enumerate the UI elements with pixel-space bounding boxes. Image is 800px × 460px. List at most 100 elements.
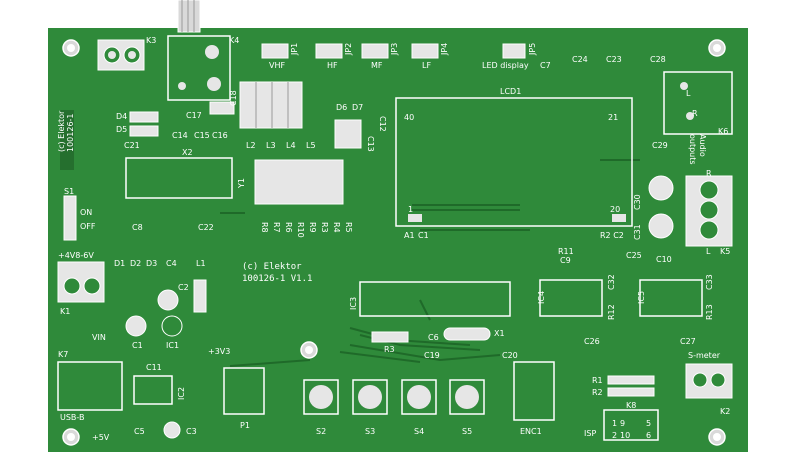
label-r6: R6: [284, 222, 293, 233]
label-jp5: JP5: [528, 43, 537, 56]
label-c21: C21: [124, 141, 140, 150]
right-connectors: [648, 71, 733, 399]
label-d3: D3: [146, 259, 157, 268]
label-k1: K1: [60, 307, 70, 316]
lcd-outline: [395, 97, 633, 227]
label-c24: C24: [572, 55, 588, 64]
left-upper-components: [60, 81, 362, 241]
label-isp: ISP: [584, 429, 596, 438]
label-5v: +5V: [92, 433, 110, 442]
antenna-connector: [177, 0, 201, 33]
label-power-input: +4V8-6V: [58, 251, 94, 260]
label-s2: S2: [316, 427, 326, 436]
label-c23: C23: [606, 55, 622, 64]
label-vertical-2: 100126-1: [66, 113, 75, 152]
label-k7: K7: [58, 350, 68, 359]
label-k8: K8: [626, 401, 636, 410]
label-d1: D1: [114, 259, 125, 268]
terminal-k1: [57, 261, 105, 303]
label-c19: C19: [424, 351, 440, 360]
label-l3: L3: [266, 141, 276, 150]
label-mf: MF: [371, 61, 383, 70]
silkscreen-text: K3 K4 JP1 VHF JP2 HF JP3 MF JP4 LF JP5 L…: [57, 36, 730, 442]
label-r7: R7: [272, 222, 281, 233]
label-s4: S4: [414, 427, 424, 436]
label-k4: K4: [229, 36, 239, 45]
label-k3: K3: [146, 36, 156, 45]
label-c18: C18: [229, 90, 238, 106]
label-c14: C14: [172, 131, 188, 140]
label-c6: C6: [428, 333, 439, 342]
label-c13: C13: [366, 136, 375, 152]
label-jp1: JP1: [290, 43, 299, 56]
label-ic4: IC4: [537, 291, 546, 304]
label-c11: C11: [146, 363, 162, 372]
label-c1-lcd: C1: [418, 231, 429, 240]
label-k8-pin1: 1: [612, 419, 617, 428]
label-c9: C9: [560, 256, 571, 265]
label-r9: R9: [308, 222, 317, 233]
label-c29: C29: [652, 141, 668, 150]
label-r10: R10: [296, 222, 305, 238]
label-d2: D2: [130, 259, 141, 268]
label-c5: C5: [134, 427, 145, 436]
board-title-line1: (c) Elektor: [242, 262, 302, 272]
label-c30: C30: [633, 194, 642, 210]
label-c3: C3: [186, 427, 197, 436]
label-k8-pin5: 5: [646, 419, 651, 428]
label-r12: R12: [607, 304, 616, 320]
label-r1: R1: [592, 376, 603, 385]
label-k8-pin6: 6: [646, 431, 651, 440]
label-k5-r: R: [706, 169, 712, 178]
board-title-line2: 100126-1 V1.1: [242, 274, 312, 284]
label-s1-on: ON: [80, 208, 92, 217]
label-r4: R4: [332, 222, 341, 233]
label-jp3: JP3: [390, 43, 399, 56]
bottom-left-components: [57, 279, 265, 439]
label-d6: D6: [336, 103, 347, 112]
label-c33: C33: [705, 274, 714, 290]
label-pin20: 20: [610, 205, 620, 214]
label-led-display: LED display: [482, 61, 529, 70]
label-s5: S5: [462, 427, 472, 436]
label-k8-pin9: 9: [620, 419, 625, 428]
label-usb-b: USB-B: [60, 413, 85, 422]
label-k6-r: R: [692, 109, 698, 118]
label-outputs: outputs: [688, 134, 697, 165]
label-p1: P1: [240, 421, 250, 430]
label-ic3: IC3: [349, 297, 358, 310]
label-pin21: 21: [608, 113, 618, 122]
label-pin40: 40: [404, 113, 414, 122]
label-d5: D5: [116, 125, 127, 134]
label-x2: X2: [182, 148, 193, 157]
jack-k4: [167, 35, 231, 101]
label-y1: Y1: [237, 178, 246, 189]
label-k6-l: L: [686, 89, 691, 98]
label-r2: R2: [592, 388, 603, 397]
isp-header: [603, 375, 659, 441]
label-vin: VIN: [92, 333, 106, 342]
label-k5: K5: [720, 247, 730, 256]
label-l5: L5: [306, 141, 316, 150]
mounting-holes: [62, 39, 726, 446]
label-ic1: IC1: [166, 341, 179, 350]
label-audio: Audio: [698, 134, 707, 157]
label-c26: C26: [584, 337, 600, 346]
label-s3: S3: [365, 427, 375, 436]
pushbutton-switches: [303, 379, 485, 415]
label-s1-off: OFF: [80, 222, 96, 231]
label-vertical-1: (c) Elektor: [57, 110, 66, 152]
label-c7: C7: [540, 61, 551, 70]
label-c12: C12: [378, 116, 387, 132]
label-r13: R13: [705, 304, 714, 320]
label-c27: C27: [680, 337, 696, 346]
terminal-k3: [97, 39, 145, 71]
label-s-meter: S-meter: [688, 351, 721, 360]
label-c4: C4: [166, 259, 177, 268]
label-k6: K6: [718, 127, 728, 136]
label-k8-pin2: 2: [612, 431, 617, 440]
label-vhf: VHF: [269, 61, 285, 70]
label-r5: R5: [344, 222, 353, 233]
label-hf: HF: [327, 61, 338, 70]
jumper-blocks: [261, 43, 526, 59]
